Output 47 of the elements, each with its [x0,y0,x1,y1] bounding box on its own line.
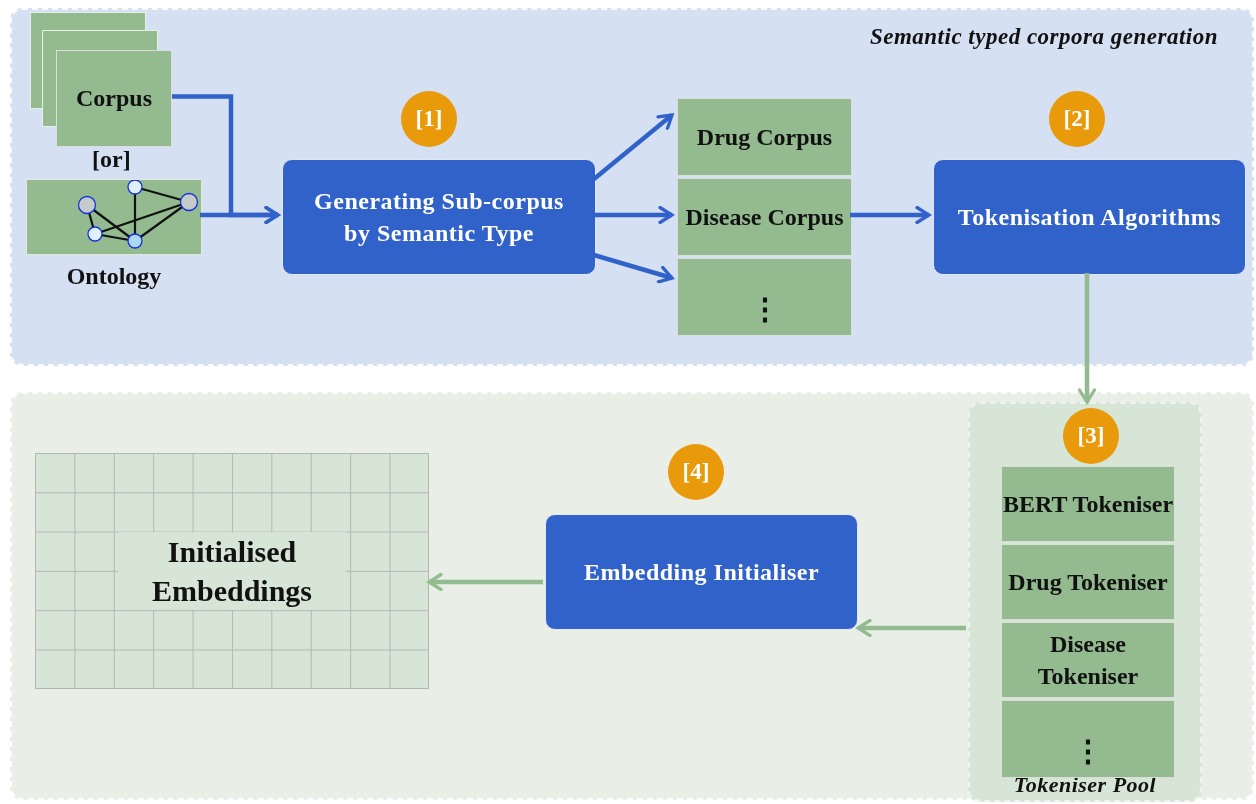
list-item-box [677,98,852,176]
step-number: [1] [415,106,443,132]
process-label: Tokenisation Algorithms [957,202,1222,232]
pool-title: Tokeniser Pool [1012,772,1158,798]
arrow [593,252,674,284]
step-badge [668,444,724,500]
grid-title: Initialised Embeddings [118,532,346,610]
item-label: Drug Corpus [696,122,833,152]
list-item-box [677,258,852,336]
arrow [1077,273,1097,404]
item-label: Disease Corpus [685,202,844,232]
embedding-grid [35,453,429,689]
step-number: [4] [682,459,710,485]
list-item-box [677,178,852,256]
arrow [200,205,280,225]
panel-background [10,392,1254,800]
list-item-box [1001,544,1175,620]
list-item-box [1001,622,1175,698]
arrow [856,618,966,638]
ellipsis: ⋮ [749,294,780,324]
step-badge [401,91,457,147]
ellipsis: ⋮ [1073,736,1103,766]
arrow [592,113,674,181]
process-box [933,159,1246,275]
section-title: Semantic typed corpora generation [869,24,1218,50]
step-number: [3] [1077,423,1105,449]
arrow [594,205,674,225]
section-panel [10,8,1254,366]
item-label: BERT Tokeniser [1002,489,1174,519]
step-badge [1049,91,1105,147]
process-box [545,514,858,630]
item-label: Disease Tokeniser [1036,629,1140,691]
process-box [282,159,596,275]
node-label: Corpus [76,84,152,114]
process-label: Generating Sub-corpus by Semantic Type [313,186,565,248]
arrow [850,205,931,225]
pool-panel [968,402,1202,802]
list-item-box [1001,466,1175,542]
process-label: Embedding Initialiser [583,557,820,587]
arrow [427,572,543,592]
document-sheet [56,50,172,147]
node-label: Ontology [65,263,163,290]
step-badge [1063,408,1119,464]
list-item-box [1001,700,1175,778]
connector-label: [or] [92,146,131,173]
step-number: [2] [1063,106,1091,132]
item-label: Drug Tokeniser [1008,567,1168,597]
